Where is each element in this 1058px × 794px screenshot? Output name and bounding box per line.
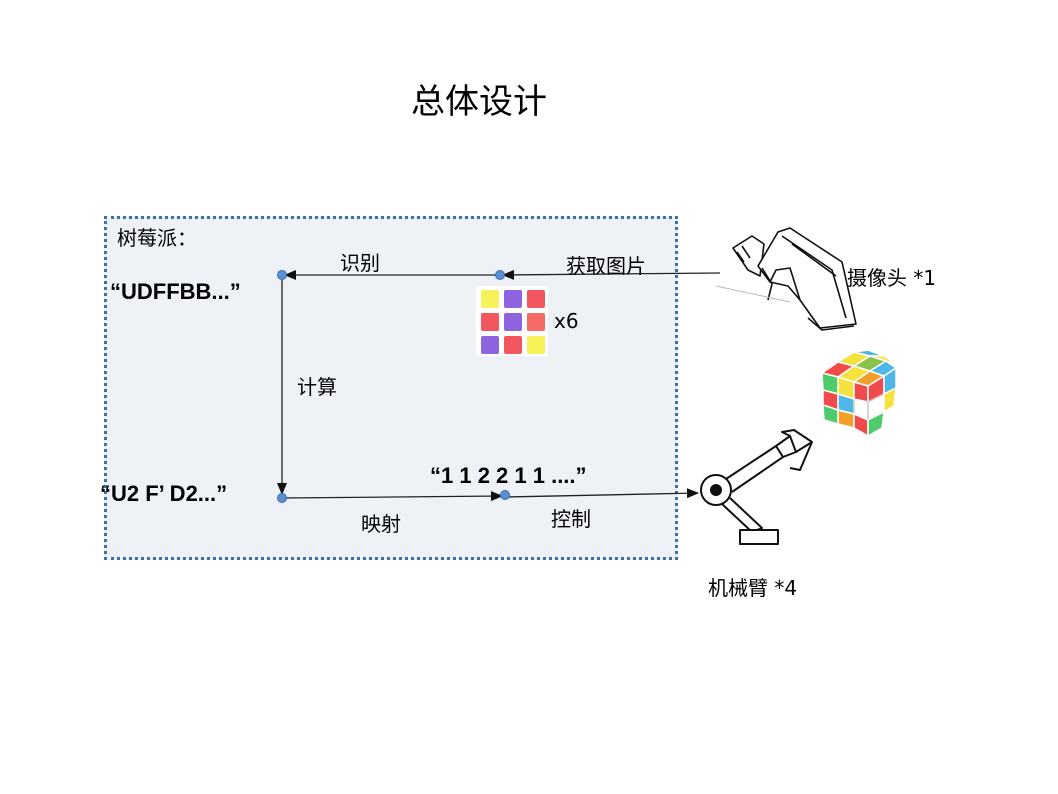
cube-face-sticker [527, 313, 545, 331]
face-count-label: x6 [554, 309, 579, 333]
cube-face-sticker [504, 313, 522, 331]
edge-label-map: 映射 [361, 512, 401, 536]
raspberry-pi-label: 树莓派： [117, 226, 197, 250]
robot-arm-icon [700, 429, 813, 545]
edge-label-capture-image: 获取图片 [566, 254, 646, 278]
edge-label-control: 控制 [551, 507, 591, 531]
cube-face-sticker [504, 336, 522, 354]
cube-face-sticker [527, 336, 545, 354]
raspberry-pi-boundary [104, 216, 678, 560]
camera-icon [715, 227, 857, 331]
cube-face-sticker [527, 290, 545, 308]
node-cube-state [277, 270, 287, 280]
solution-moves-string: “U2 F’ D2...” [100, 481, 228, 506]
cube-face-sticker [481, 290, 499, 308]
camera-label: 摄像头 *1 [847, 266, 937, 290]
edge-control [505, 488, 699, 499]
cube-face-sticker [504, 290, 522, 308]
robot-arm-label: 机械臂 *4 [708, 576, 798, 600]
arm-commands-string: “1 1 2 2 1 1 ....” [430, 463, 587, 488]
page-title: 总体设计 [411, 82, 547, 122]
edge-map [281, 491, 503, 502]
edge-label-compute: 计算 [297, 375, 337, 399]
edge-capture-image [502, 269, 721, 280]
cube-face-sticker [481, 336, 499, 354]
cube-state-string: “UDFFBB...” [110, 279, 241, 304]
rubiks-cube-icon [820, 349, 898, 438]
cube-face-sticker [481, 313, 499, 331]
node-commands [500, 490, 510, 500]
cube-face-icon [476, 286, 548, 356]
edge-label-recognize: 识别 [340, 251, 380, 275]
node-image [495, 270, 505, 280]
node-solution [277, 493, 287, 503]
